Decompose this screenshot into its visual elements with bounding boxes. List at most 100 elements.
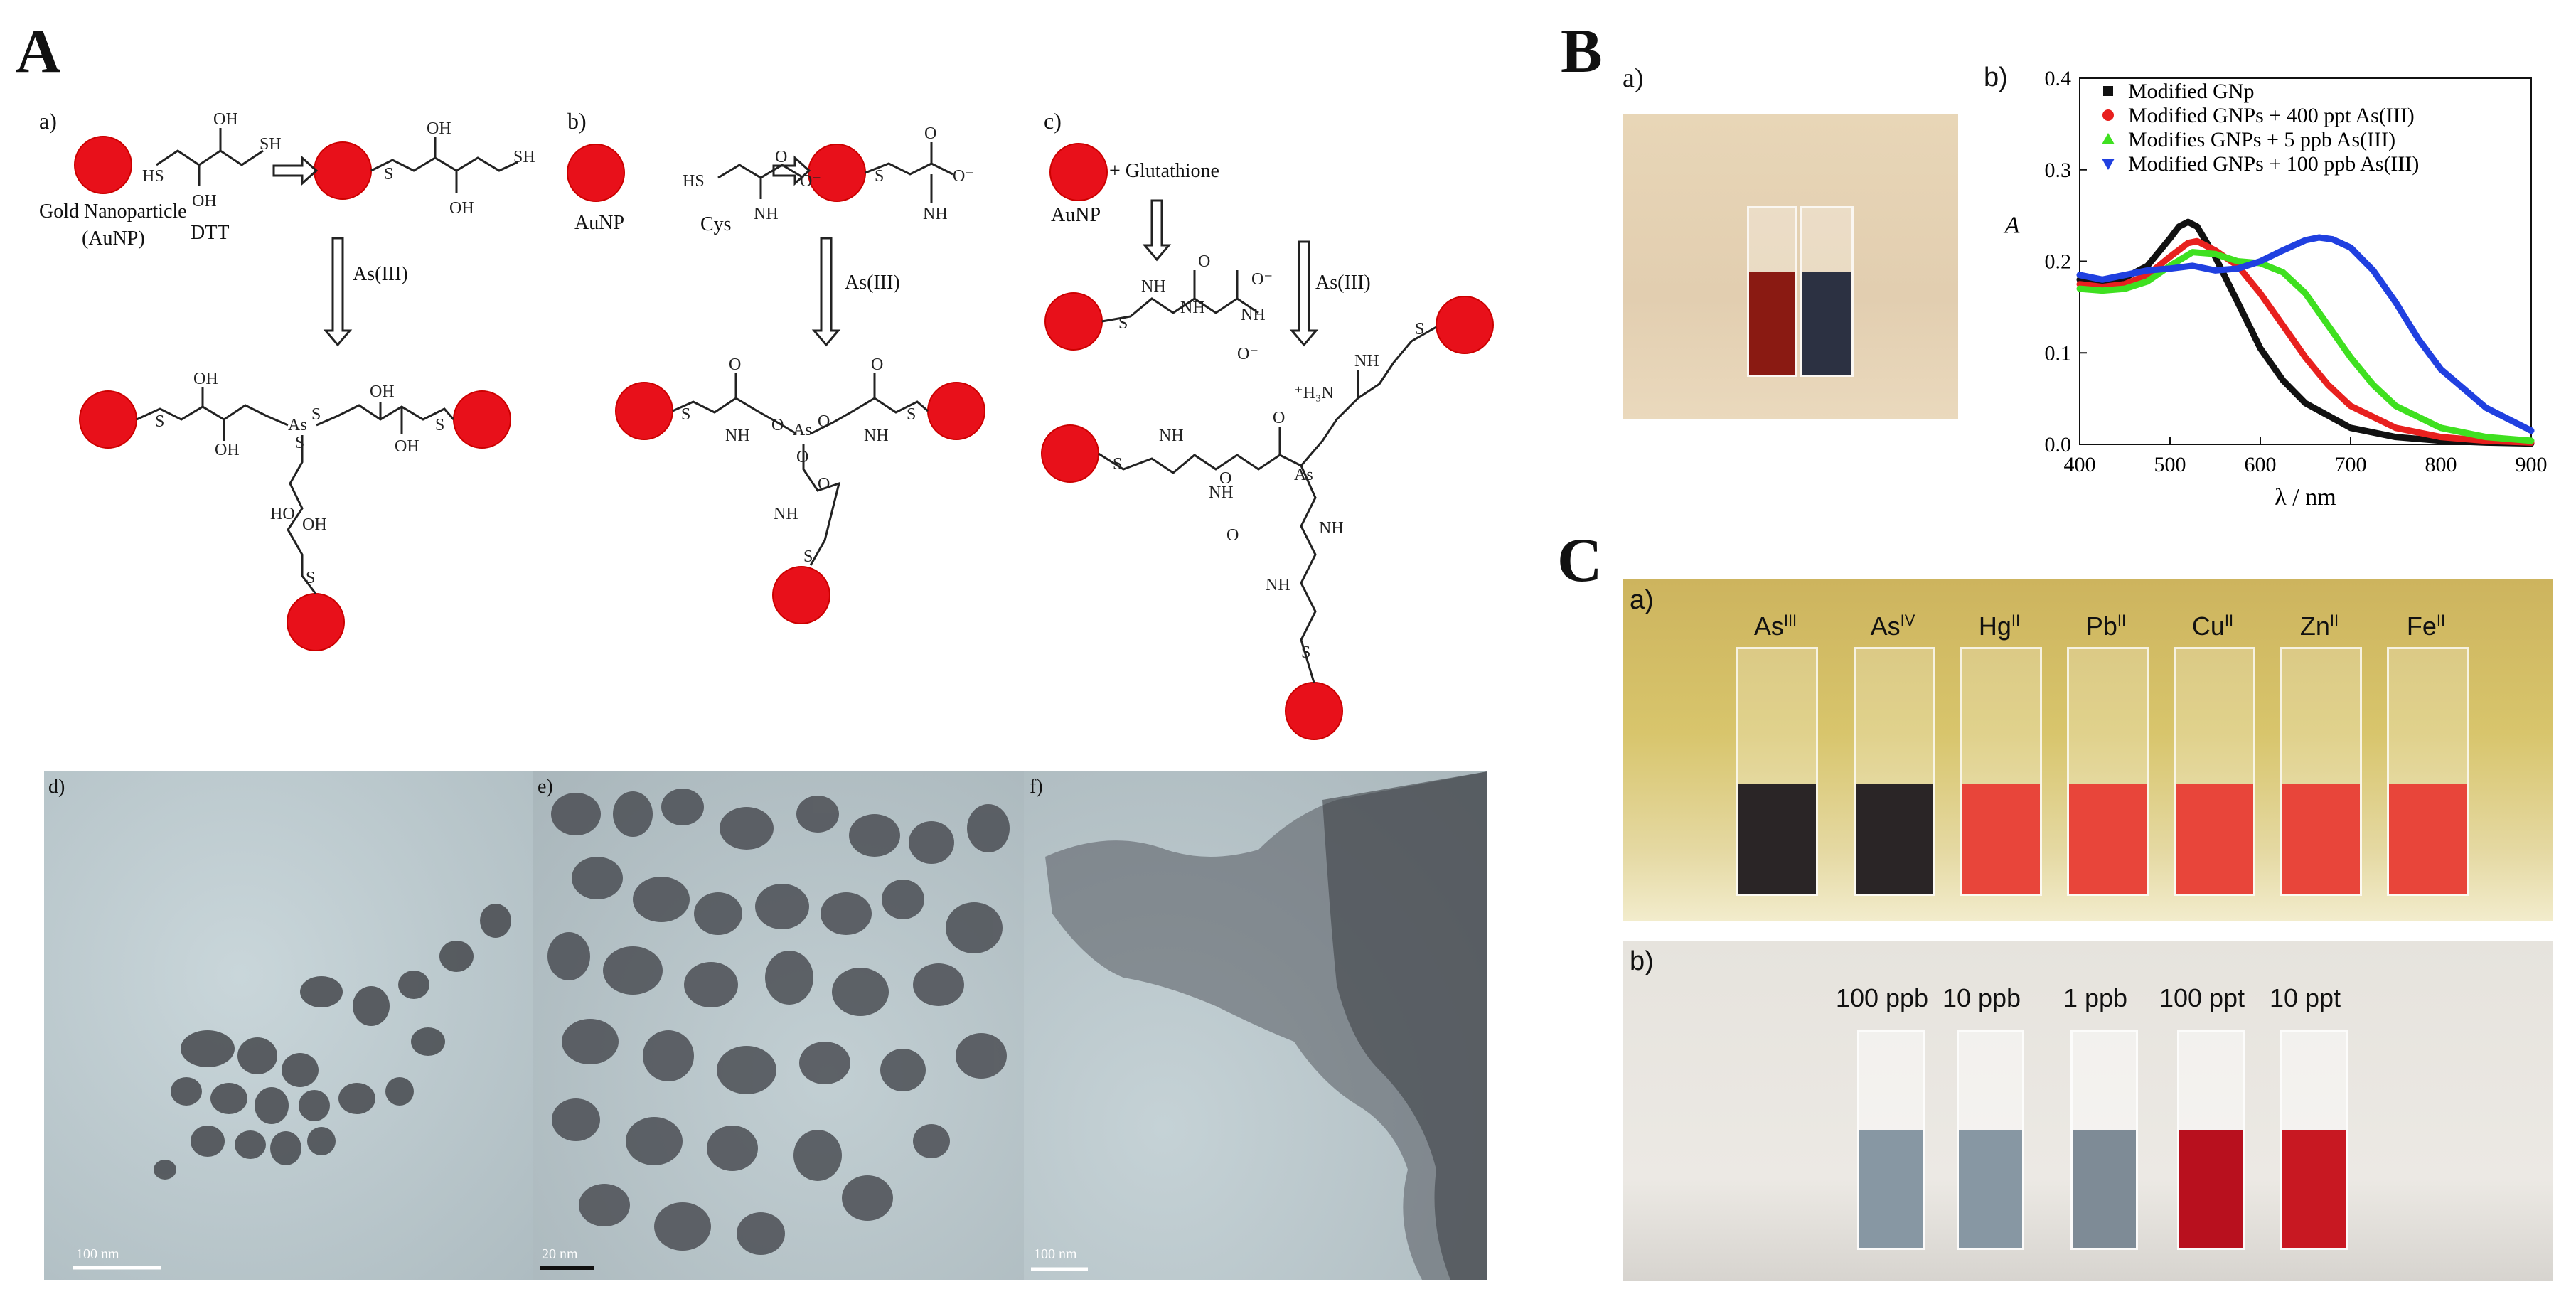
x-tick-label: 900 <box>2516 453 2548 476</box>
panel-A-letter: A <box>16 17 61 86</box>
svg-text:OH: OH <box>213 110 238 129</box>
gold-nanoparticle-icon <box>1041 424 1099 483</box>
svg-text:O: O <box>729 356 741 374</box>
series-line-1 <box>2076 237 2535 446</box>
cuvette <box>2067 647 2149 896</box>
cuvette-concentration-label: 1 ppb <box>2063 983 2128 1012</box>
cuvette-concentration-label: 10 ppt <box>2269 983 2341 1012</box>
svg-text:O⁻: O⁻ <box>1251 270 1273 289</box>
scheme-a-arrow-label: As(III) <box>353 263 408 285</box>
svg-text:O⁻: O⁻ <box>800 172 821 191</box>
x-axis-label: λ / nm <box>2275 484 2336 510</box>
scheme-a-reagent: DTT <box>191 222 230 244</box>
gold-nanoparticle-icon <box>772 566 830 624</box>
gold-nanoparticle-icon <box>287 593 345 651</box>
tem-e-label: e) <box>538 776 553 798</box>
svg-text:S: S <box>1113 455 1122 474</box>
svg-text:O: O <box>1219 469 1231 488</box>
scheme-b-reagent: Cys <box>700 213 732 235</box>
svg-text:NH: NH <box>754 205 779 223</box>
y-tick-label: 0.1 <box>2045 341 2072 365</box>
cuvette <box>2280 1030 2348 1250</box>
cuvette <box>2070 1030 2138 1250</box>
scheme-b-arrow-label: As(III) <box>845 272 900 294</box>
cuvette-ion-label: PbII <box>2085 611 2127 641</box>
svg-text:O: O <box>771 416 784 434</box>
svg-text:NH: NH <box>1354 352 1379 370</box>
svg-text:NH: NH <box>1266 576 1290 594</box>
svg-text:O⁻: O⁻ <box>953 167 974 186</box>
svg-text:O: O <box>818 475 830 493</box>
gold-nanoparticle-icon <box>927 382 985 440</box>
svg-text:S: S <box>875 167 884 186</box>
cuvette <box>1736 647 1818 896</box>
series-line-2 <box>2076 249 2535 444</box>
svg-text:NH: NH <box>1180 299 1205 317</box>
gold-nanoparticle-icon <box>615 382 673 440</box>
svg-text:NH: NH <box>1209 483 1234 502</box>
tem-d-label: d) <box>48 776 65 798</box>
cuvette-ion-label: AsIV <box>1870 611 1915 641</box>
series-line-3 <box>2076 234 2535 434</box>
svg-text:O: O <box>818 412 830 431</box>
svg-text:S: S <box>295 434 304 452</box>
svg-text:NH: NH <box>1241 306 1266 324</box>
gold-nanoparticle-icon <box>567 144 625 202</box>
tem-e-scale: 20 nm <box>542 1246 578 1262</box>
cuvette-ion-label: CuII <box>2191 611 2234 641</box>
svg-text:OH: OH <box>370 383 395 401</box>
svg-text:⁺H₃N: ⁺H₃N <box>1294 384 1334 402</box>
svg-text:O: O <box>775 148 787 166</box>
cuvette-red <box>1747 206 1797 377</box>
legend-marker-3 <box>2102 159 2115 170</box>
svg-text:As: As <box>1294 466 1313 484</box>
svg-text:OH: OH <box>193 370 218 388</box>
svg-text:HO: HO <box>270 505 295 523</box>
svg-text:NH: NH <box>1319 519 1344 538</box>
cuvette <box>1854 647 1935 896</box>
svg-text:NH: NH <box>923 205 948 223</box>
svg-text:S: S <box>803 547 813 566</box>
tem-d-scale: 100 nm <box>76 1246 119 1262</box>
legend-marker-2 <box>2102 133 2115 144</box>
cuvette-ion-label: HgII <box>1978 611 2021 641</box>
gold-nanoparticle-icon <box>1044 292 1103 351</box>
cuvette-concentration-label: 100 ppb <box>1835 983 1929 1012</box>
svg-text:S: S <box>681 405 690 424</box>
panel-C-b-label: b) <box>1630 946 1654 976</box>
svg-text:S: S <box>1301 643 1310 662</box>
svg-text:OH: OH <box>192 192 217 210</box>
cuvette <box>2387 647 2469 896</box>
tem-image-e: e) 20 nm <box>533 771 1024 1280</box>
scheme-b-label: b) <box>567 108 587 134</box>
svg-text:O: O <box>1226 526 1239 545</box>
svg-text:S: S <box>306 569 315 587</box>
y-tick-label: 0.4 <box>2045 67 2072 90</box>
svg-text:O: O <box>796 448 808 466</box>
panel-B-photo-label: a) <box>1623 63 1644 93</box>
svg-text:S: S <box>155 412 164 431</box>
svg-text:S: S <box>384 165 393 183</box>
gold-nanoparticle-icon <box>79 390 137 449</box>
legend-label-2: Modifies GNPs + 5 ppb As(III) <box>2128 128 2395 151</box>
cuvette <box>1957 1030 2024 1250</box>
scheme-c-np-label: AuNP <box>1051 204 1101 226</box>
scheme-c-label: c) <box>1044 108 1062 134</box>
svg-text:NH: NH <box>1141 277 1166 296</box>
gold-nanoparticle-icon <box>314 141 372 200</box>
gold-nanoparticle-icon <box>1436 296 1494 354</box>
gold-nanoparticle-icon <box>1049 143 1108 201</box>
svg-text:As: As <box>793 421 812 439</box>
svg-text:OH: OH <box>395 437 419 456</box>
panel-B-letter: B <box>1561 17 1603 86</box>
panel-C-letter: C <box>1557 526 1603 595</box>
scheme-b-np-label: AuNP <box>574 212 625 234</box>
cuvette-concentration-label: 100 ppt <box>2159 983 2245 1012</box>
legend-marker-1 <box>2102 109 2114 121</box>
cuvette <box>1857 1030 1925 1250</box>
cuvette-blue <box>1800 206 1854 377</box>
y-tick-label: 0.3 <box>2045 159 2072 182</box>
